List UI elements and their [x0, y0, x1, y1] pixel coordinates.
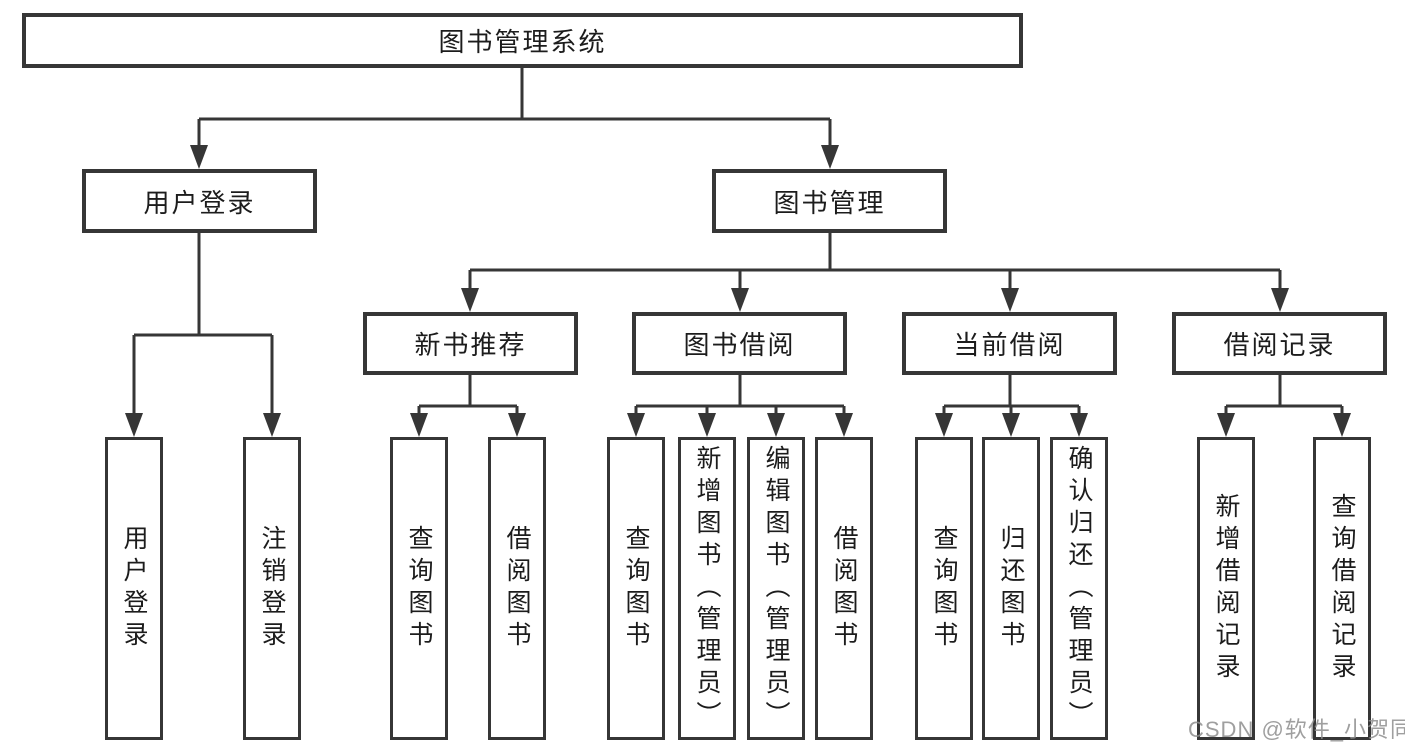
node-book-borrowing: 图书借阅 — [632, 312, 847, 375]
leaf-confirm-return-admin: 确认归还（管理员） — [1050, 437, 1108, 740]
leaf-add-borrow-record: 新增借阅记录 — [1197, 437, 1255, 740]
node-library-management-system: 图书管理系统 — [22, 13, 1023, 68]
leaf-borrow-books: 借阅图书 — [815, 437, 873, 740]
node-current-borrowing: 当前借阅 — [902, 312, 1117, 375]
leaf-logout: 注销登录 — [243, 437, 301, 740]
csdn-watermark: CSDN @软件_小贺同学 — [1188, 717, 1405, 742]
connector-path — [132, 68, 1344, 418]
leaf-query-books-borrow: 查询图书 — [607, 437, 665, 740]
leaf-borrow-books-recommend: 借阅图书 — [488, 437, 546, 740]
arrowheads — [125, 145, 1351, 437]
node-borrowing-records: 借阅记录 — [1172, 312, 1387, 375]
leaf-return-books: 归还图书 — [982, 437, 1040, 740]
connector-path-group — [132, 68, 1344, 418]
leaf-edit-books-admin: 编辑图书（管理员） — [747, 437, 805, 740]
leaf-user-login: 用户登录 — [105, 437, 163, 740]
node-user-login-group: 用户登录 — [82, 169, 317, 233]
leaf-query-books-recommend: 查询图书 — [390, 437, 448, 740]
leaf-query-books-current: 查询图书 — [915, 437, 973, 740]
leaf-add-books-admin: 新增图书（管理员） — [678, 437, 736, 740]
node-new-book-recommend: 新书推荐 — [363, 312, 578, 375]
leaf-query-borrow-record: 查询借阅记录 — [1313, 437, 1371, 740]
node-book-management: 图书管理 — [712, 169, 947, 233]
